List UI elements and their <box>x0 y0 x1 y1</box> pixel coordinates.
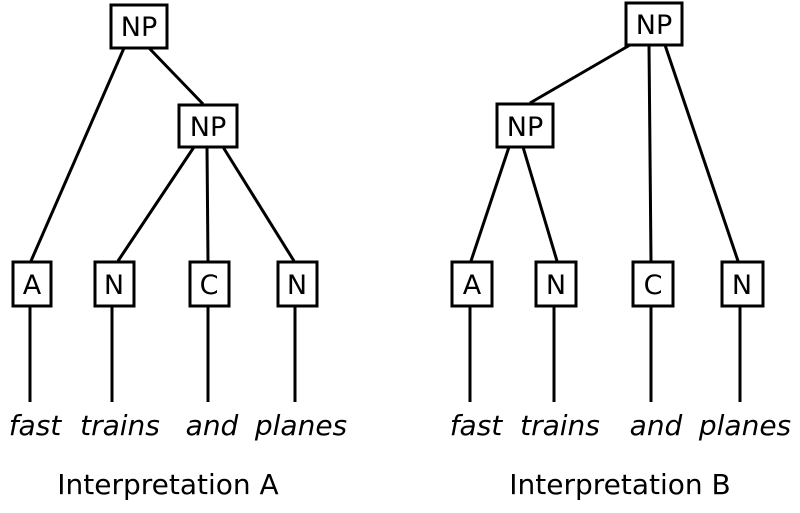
node-box-a-inner-np <box>177 103 239 149</box>
word-b-and: and <box>630 409 683 442</box>
edge-b-inner-to-n1 <box>521 146 559 262</box>
node-label-a-root-np: NP <box>121 12 157 43</box>
node-label-b-inner-np: NP <box>507 112 543 143</box>
node-box-a-root-np <box>109 3 169 50</box>
edge-b-root-to-c <box>647 44 653 262</box>
node-box-b-root-np <box>624 1 684 47</box>
word-a-planes: planes <box>254 409 347 442</box>
node-label-b-noun2: N <box>732 270 752 301</box>
node-label-a-noun1: N <box>104 270 124 301</box>
edge-a-inner-to-c <box>205 146 210 262</box>
node-label-a-noun2: N <box>287 270 307 301</box>
node-label-a-conj: C <box>200 270 219 301</box>
node-label-b-adj: A <box>463 270 482 301</box>
edge-b-inner-to-a <box>469 146 511 262</box>
node-box-a-adj <box>11 260 53 308</box>
word-a-trains: trains <box>80 409 160 442</box>
word-b-fast: fast <box>450 409 504 442</box>
node-box-a-noun1 <box>93 260 136 308</box>
node-label-a-inner-np: NP <box>190 112 226 143</box>
node-label-b-noun1: N <box>546 270 566 301</box>
node-box-b-inner-np <box>495 102 555 149</box>
edge-a-inner-to-n2 <box>221 146 296 262</box>
tree-interpretation-a: NP NP A N C N fast trains and planes Int… <box>9 3 347 501</box>
node-box-a-noun2 <box>276 260 319 308</box>
edge-b-root-to-inner <box>529 43 631 105</box>
edge-a-root-to-inner <box>147 46 205 106</box>
node-box-b-adj <box>450 260 494 308</box>
node-label-b-root-np: NP <box>636 10 672 41</box>
node-box-a-conj <box>188 260 231 308</box>
word-b-trains: trains <box>520 409 600 442</box>
edge-a-inner-to-n1 <box>116 146 196 262</box>
node-box-b-conj <box>631 260 675 308</box>
word-a-fast: fast <box>9 409 63 442</box>
node-box-b-noun2 <box>720 260 765 308</box>
caption-interpretation-b: Interpretation B <box>509 468 731 501</box>
edge-a-root-to-a <box>29 47 126 262</box>
caption-interpretation-a: Interpretation A <box>57 468 278 501</box>
node-label-b-conj: C <box>644 270 663 301</box>
word-a-and: and <box>186 409 239 442</box>
tree-interpretation-b: NP NP A N C N fast trains and planes Int… <box>450 1 791 501</box>
node-box-b-noun1 <box>534 260 578 308</box>
word-b-planes: planes <box>698 409 791 442</box>
edge-b-root-to-n2 <box>663 44 740 262</box>
node-label-a-adj: A <box>23 270 42 301</box>
